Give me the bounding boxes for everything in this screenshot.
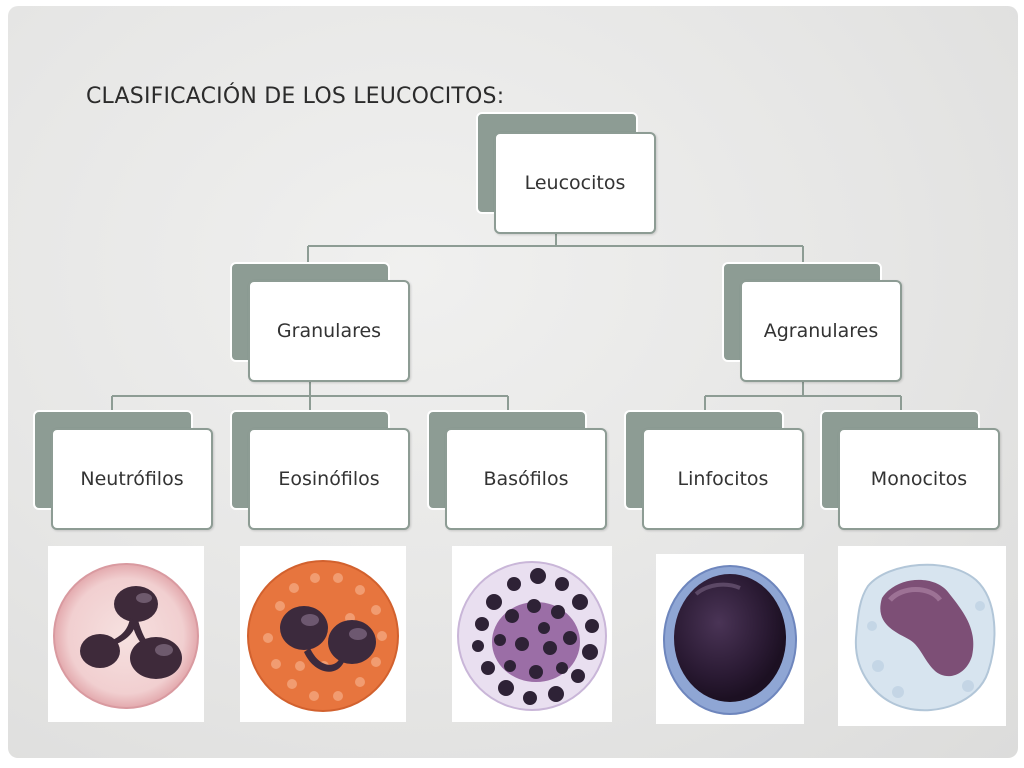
connector-lines	[111, 232, 902, 410]
node-label-eosinofilos: Eosinófilos	[278, 468, 380, 490]
basophil-image	[452, 546, 612, 722]
connector-granulares	[111, 380, 509, 410]
node-label-leucocitos: Leucocitos	[524, 172, 626, 194]
connector-agranulares	[704, 380, 902, 410]
node-label-linfocitos: Linfocitos	[677, 468, 769, 490]
node-box: Linfocitos	[642, 428, 804, 530]
node-leucocitos: Leucocitos	[476, 112, 658, 234]
node-linfocitos: Linfocitos	[624, 410, 804, 530]
lymphocyte-image	[656, 554, 804, 724]
node-box: Granulares	[248, 280, 410, 382]
page-title: CLASIFICACIÓN DE LOS LEUCOCITOS:	[86, 84, 505, 109]
node-monocitos: Monocitos	[820, 410, 1000, 530]
node-neutrofilos: Neutrófilos	[33, 410, 213, 530]
node-label-basofilos: Basófilos	[483, 468, 569, 490]
node-box: Agranulares	[740, 280, 902, 382]
node-label-neutrofilos: Neutrófilos	[80, 468, 184, 490]
node-label-agranulares: Agranulares	[763, 320, 879, 342]
node-box: Eosinófilos	[248, 428, 410, 530]
node-label-monocitos: Monocitos	[870, 468, 968, 490]
eosinophil-image	[240, 546, 406, 722]
node-granulares: Granulares	[230, 262, 410, 382]
neutrophil-image	[48, 546, 204, 722]
monocyte-image	[838, 546, 1006, 726]
node-box: Leucocitos	[494, 132, 656, 234]
slide: CLASIFICACIÓN DE LOS LEUCOCITOS: Leucoci…	[8, 6, 1018, 758]
node-eosinofilos: Eosinófilos	[230, 410, 410, 530]
node-box: Monocitos	[838, 428, 1000, 530]
node-box: Neutrófilos	[51, 428, 213, 530]
node-agranulares: Agranulares	[722, 262, 902, 382]
connector-root	[307, 232, 804, 262]
node-label-granulares: Granulares	[276, 320, 382, 342]
node-basofilos: Basófilos	[427, 410, 607, 530]
node-box: Basófilos	[445, 428, 607, 530]
